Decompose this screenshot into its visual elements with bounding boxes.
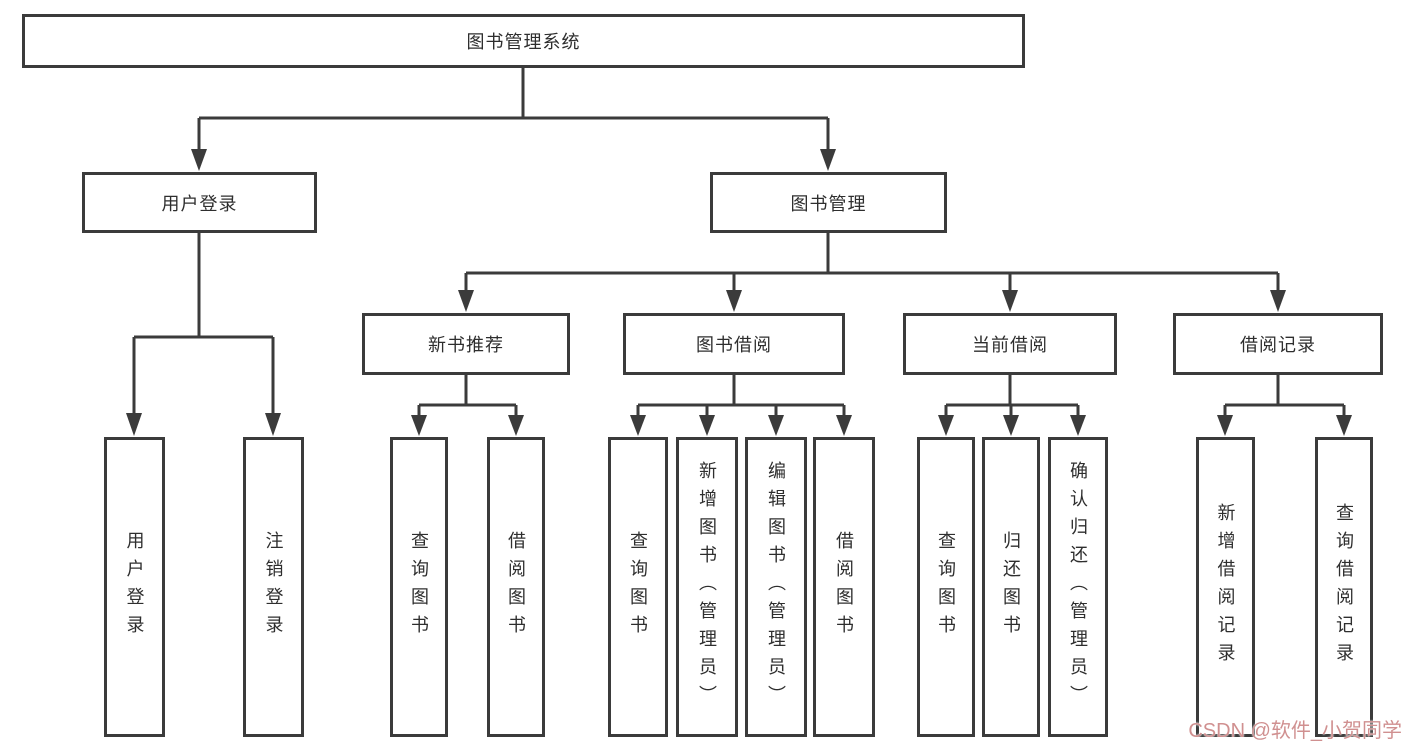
leaf-borrow-books-1: 借阅图书: [487, 437, 545, 737]
connector-root-to-level2: [191, 68, 836, 171]
node-current-borrowing: 当前借阅: [903, 313, 1117, 375]
arrow-down-icon: [938, 415, 954, 436]
node-user-login-label: 用户登录: [161, 193, 238, 214]
leaf-add-borrow-record-label: 新增借阅记录: [1215, 503, 1236, 671]
leaf-borrow-books-2: 借阅图书: [813, 437, 875, 737]
node-book-management-label: 图书管理: [790, 193, 867, 214]
arrow-down-icon: [630, 415, 646, 436]
arrow-down-icon: [1070, 415, 1086, 436]
leaf-query-books-2-label: 查询图书: [628, 531, 648, 643]
leaf-query-borrow-record-label: 查询借阅记录: [1334, 503, 1354, 671]
leaf-return-books-label: 归还图书: [1001, 531, 1021, 643]
leaf-confirm-return-admin: 确认归还（管理员）: [1048, 437, 1108, 737]
leaf-logout-label: 注销登录: [263, 531, 284, 643]
leaf-edit-book-admin: 编辑图书（管理员）: [745, 437, 807, 737]
node-current-borrowing-label: 当前借阅: [972, 335, 1048, 355]
arrow-down-icon: [265, 413, 281, 436]
leaf-add-book-admin-label: 新增图书（管理员）: [697, 461, 717, 713]
connector-book-mgmt-to-level3: [458, 233, 1286, 312]
arrow-down-icon: [458, 290, 474, 312]
leaf-borrow-books-2-label: 借阅图书: [834, 531, 854, 643]
leaf-query-books-3-label: 查询图书: [936, 531, 956, 643]
node-borrowing-records: 借阅记录: [1173, 313, 1383, 375]
arrow-down-icon: [1270, 290, 1286, 312]
arrow-down-icon: [726, 290, 742, 312]
leaf-query-books-1: 查询图书: [390, 437, 448, 737]
arrow-down-icon: [699, 415, 715, 436]
arrow-down-icon: [191, 149, 207, 171]
node-root: 图书管理系统: [22, 14, 1025, 68]
arrow-down-icon: [126, 413, 142, 436]
arrow-down-icon: [1336, 415, 1352, 436]
leaf-query-books-1-label: 查询图书: [409, 531, 429, 643]
leaf-logout: 注销登录: [243, 437, 304, 737]
connector-new-books-to-leaves: [411, 375, 524, 436]
arrow-down-icon: [1217, 415, 1233, 436]
node-new-book-recommend-label: 新书推荐: [428, 335, 504, 355]
arrow-down-icon: [411, 415, 427, 436]
arrow-down-icon: [820, 149, 836, 171]
arrow-down-icon: [1002, 290, 1018, 312]
leaf-user-login-label: 用户登录: [124, 531, 145, 643]
csdn-watermark: CSDN @软件_小贺同学: [1188, 720, 1402, 742]
node-book-borrowing: 图书借阅: [623, 313, 845, 375]
leaf-add-book-admin: 新增图书（管理员）: [676, 437, 738, 737]
leaf-borrow-books-1-label: 借阅图书: [506, 531, 526, 643]
connector-borrow-records-to-leaves: [1217, 375, 1352, 436]
arrow-down-icon: [1003, 415, 1019, 436]
arrow-down-icon: [836, 415, 852, 436]
node-book-borrowing-label: 图书借阅: [696, 335, 772, 355]
connector-current-borrow-to-leaves: [938, 375, 1086, 436]
node-borrowing-records-label: 借阅记录: [1240, 335, 1316, 355]
arrow-down-icon: [768, 415, 784, 436]
connector-book-borrow-to-leaves: [630, 375, 852, 436]
arrow-down-icon: [508, 415, 524, 436]
node-new-book-recommend: 新书推荐: [362, 313, 570, 375]
node-root-label: 图书管理系统: [466, 32, 581, 52]
leaf-add-borrow-record: 新增借阅记录: [1196, 437, 1255, 737]
node-book-management: 图书管理: [710, 172, 947, 233]
leaf-confirm-return-admin-label: 确认归还（管理员）: [1068, 461, 1088, 713]
leaf-edit-book-admin-label: 编辑图书（管理员）: [766, 461, 786, 713]
leaf-query-books-3: 查询图书: [917, 437, 975, 737]
leaf-return-books: 归还图书: [982, 437, 1040, 737]
connector-user-login-to-leaves: [126, 233, 281, 436]
leaf-query-borrow-record: 查询借阅记录: [1315, 437, 1373, 737]
leaf-query-books-2: 查询图书: [608, 437, 668, 737]
node-user-login: 用户登录: [82, 172, 317, 233]
leaf-user-login: 用户登录: [104, 437, 165, 737]
